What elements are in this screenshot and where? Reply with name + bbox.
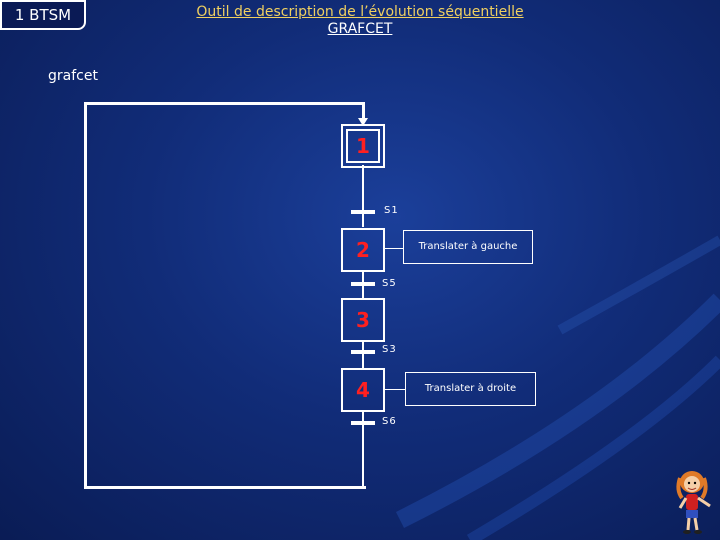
page-title: Outil de description de l’évolution séqu… — [150, 4, 570, 38]
loop-left-line — [84, 102, 87, 488]
diagram-caption: grafcet — [48, 68, 98, 84]
action-link-line — [385, 389, 405, 390]
link-line — [362, 165, 364, 227]
step-4: 4 — [341, 368, 385, 412]
step-2: 2 — [341, 228, 385, 272]
transition-s5 — [351, 282, 375, 286]
title-line-2: GRAFCET — [327, 21, 393, 37]
girl-cartoon-icon — [676, 471, 711, 534]
loop-top-line — [84, 102, 362, 105]
transition-label-s3: S3 — [382, 344, 397, 355]
link-line — [362, 410, 364, 488]
step-1: 1 — [341, 124, 385, 168]
title-line-1: Outil de description de l’évolution séqu… — [196, 4, 524, 20]
link-line — [362, 340, 364, 368]
course-badge: 1 BTSM — [0, 0, 86, 30]
loop-bottom-line — [84, 486, 366, 489]
arrow-down-icon — [358, 118, 368, 126]
step-3: 3 — [341, 298, 385, 342]
transition-s1 — [351, 210, 375, 214]
transition-label-s6: S6 — [382, 416, 397, 427]
transition-label-s5: S5 — [382, 278, 397, 289]
action-box-step-2: Translater à gauche — [403, 230, 533, 264]
action-link-line — [385, 248, 403, 249]
transition-s6 — [351, 421, 375, 425]
transition-s3 — [351, 350, 375, 354]
loop-right-line — [362, 102, 365, 120]
transition-label-s1: S1 — [384, 205, 399, 216]
action-box-step-4: Translater à droite — [405, 372, 536, 406]
